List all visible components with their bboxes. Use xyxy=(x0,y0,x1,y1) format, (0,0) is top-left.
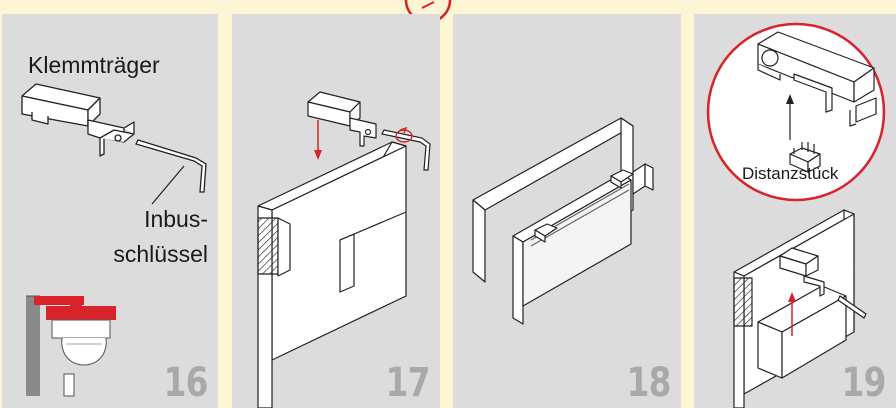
frame-with-mounted-rail-diagram xyxy=(472,117,654,325)
step-number: 16 xyxy=(163,360,209,406)
panel-step-18: 18 xyxy=(453,14,681,408)
mounting-on-frame-diagram xyxy=(257,91,431,408)
panel-step-19: Distanzstück 19 xyxy=(694,14,896,408)
clamp-bracket-diagram xyxy=(21,83,207,397)
step-number: 19 xyxy=(841,360,887,406)
panel-step-17: 17 xyxy=(232,14,440,408)
spacer-mounting-diagram xyxy=(706,22,886,408)
label-spacer: Distanzstück xyxy=(742,164,839,183)
label-allen-key: Inbus- schlüssel xyxy=(113,206,208,267)
label-clamp-carrier: Klemmträger xyxy=(28,52,160,78)
warning-circle-icon xyxy=(404,0,452,22)
step-number: 17 xyxy=(385,360,431,406)
step-number: 18 xyxy=(626,360,672,406)
panel-step-16: Klemmträger Inbus- schlüssel 16 xyxy=(2,14,218,408)
